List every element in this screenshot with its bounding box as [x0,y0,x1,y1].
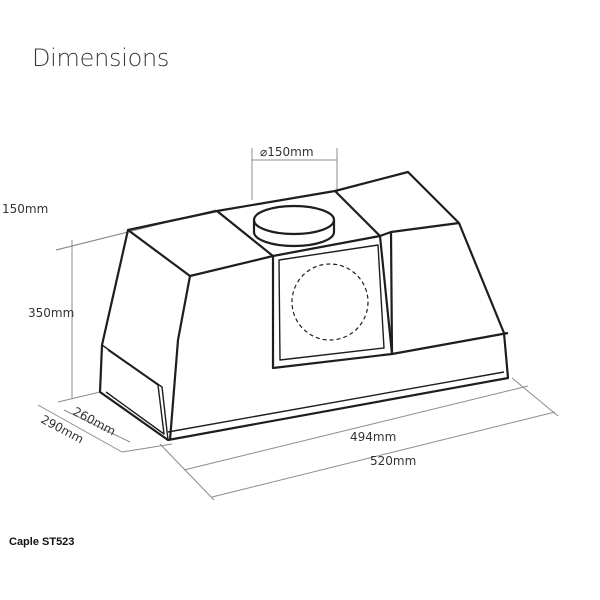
outer-depth-line [37,404,123,453]
rear-outlet-dashed [291,263,369,341]
width-extension-left [159,443,215,501]
hood-front-slope [168,275,192,441]
base-trim [167,371,505,433]
body-top-extension [55,231,129,251]
inner-width-line [183,385,529,471]
inner-width-label: 494mm [350,430,396,444]
hood-right-panel-edge [389,231,509,356]
cooker-hood [98,170,510,442]
duct-channel-inner [278,244,385,361]
outer-width-label: 520mm [370,454,416,468]
page-title: Dimensions [32,44,170,72]
hood-front-face [127,221,460,278]
hood-outline [98,170,510,442]
dimension-lines [37,148,559,501]
product-caption: Caple ST523 [9,536,75,548]
outer-width-line [211,411,556,498]
inner-depth-line [63,409,131,443]
base-extension [57,391,101,403]
depth-extension [121,443,173,453]
top-height-label: 150mm [2,202,48,216]
duct-collar-top [252,204,336,236]
body-height-label: 350mm [28,306,74,320]
left-side-panel-inner [105,349,165,435]
width-extension-right [511,377,559,417]
duct-channel [216,190,394,370]
duct-collar-body [252,220,336,248]
duct-diameter-label: ⌀150mm [260,145,314,159]
